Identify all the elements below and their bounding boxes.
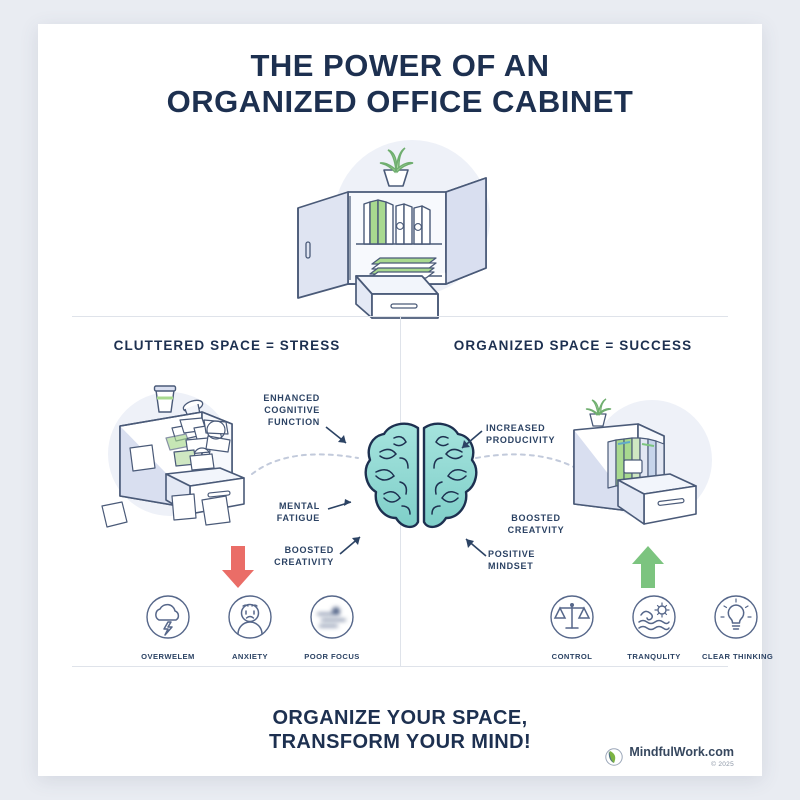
title-line-2: ORGANIZED OFFICE CABINET — [166, 83, 634, 119]
balance-scales-icon — [550, 595, 594, 639]
organized-cabinet-illustration — [566, 394, 736, 544]
annotation-increased-productivity: INCREASED PRODUCIVITY — [486, 423, 556, 446]
waves-sun-icon — [632, 595, 676, 639]
left-icon-label-1: ANXIETY — [231, 652, 269, 661]
worried-face-icon — [228, 595, 272, 639]
right-icon-label-1: TRANQULITY — [627, 652, 681, 661]
comparison-panels: CLUTTERED SPACE = STRESS ORGANIZED SPACE… — [38, 316, 773, 666]
left-effects-icon-row: OVERWELEM ANXIETY — [134, 594, 366, 661]
right-icon-label-2: CLEAR THINKING — [702, 652, 774, 661]
brand-name: MindfulWork.com — [629, 744, 734, 759]
annotation-enhanced-cognitive-function: ENHANCED COGNITIVE FUNCTION — [263, 393, 320, 428]
annotation-mental-fatigue: MENTAL FATIGUE — [276, 501, 320, 524]
right-icon-cell-0: CONTROL — [538, 594, 606, 661]
brand-logo[interactable]: MindfulWork.com © 2025 — [605, 744, 734, 768]
right-effects-icon-row: CONTROL TRANQULITY — [538, 594, 774, 661]
hero-cabinet-illustration — [38, 126, 762, 322]
cluttered-cabinet-illustration — [90, 384, 260, 539]
arrow-increased-productivity-icon — [461, 430, 483, 449]
footer-line-2: TRANSFORM YOUR MIND! — [268, 731, 532, 754]
right-icon-cell-2: CLEAR THINKING — [702, 594, 774, 661]
left-icon-cell-0: OVERWELEM — [134, 594, 202, 661]
right-icon-label-0: CONTROL — [551, 652, 593, 661]
left-icon-cell-1: ANXIETY — [216, 594, 284, 661]
arrow-positive-mindset-icon — [465, 538, 487, 557]
left-icon-label-0: OVERWELEM — [141, 652, 195, 661]
divider-bottom — [72, 666, 728, 667]
footer: ORGANIZE YOUR SPACE, TRANSFORM YOUR MIND… — [38, 684, 762, 776]
flow-line-left — [251, 453, 359, 475]
infographic-poster: THE POWER OF AN ORGANIZED OFFICE CABINET — [38, 24, 773, 776]
mindfulwork-leaf-icon — [605, 748, 624, 766]
blurred-vision-icon — [310, 595, 354, 639]
page-title: THE POWER OF AN ORGANIZED OFFICE CABINET — [38, 24, 762, 120]
annotation-boosted-creativity-left: BOOSTED CREATIVITY — [274, 545, 334, 568]
arrow-enhanced-cognitive-icon — [325, 426, 347, 444]
arrow-mental-fatigue-icon — [327, 499, 352, 510]
lightbulb-icon — [714, 595, 758, 639]
storm-cloud-icon — [146, 595, 190, 639]
title-line-1: THE POWER OF AN — [250, 48, 550, 83]
annotation-boosted-creativity-right: BOOSTED CREATVITY — [507, 513, 565, 536]
left-icon-label-2: POOR FOCUS — [304, 652, 360, 661]
downward-trend-arrow-icon — [222, 546, 254, 588]
arrow-boosted-creativity-left-icon — [339, 536, 361, 555]
upward-trend-arrow-icon — [632, 546, 664, 588]
brain-illustration — [364, 418, 478, 553]
annotation-positive-mindset: POSITIVE MINDSET — [488, 549, 536, 572]
right-column-heading: ORGANIZED SPACE = SUCCESS — [453, 338, 693, 353]
brand-copyright: © 2025 — [711, 761, 734, 768]
left-column-heading: CLUTTERED SPACE = STRESS — [113, 338, 341, 353]
right-icon-cell-1: TRANQULITY — [620, 594, 688, 661]
left-icon-cell-2: POOR FOCUS — [298, 594, 366, 661]
footer-line-1: ORGANIZE YOUR SPACE, — [272, 707, 528, 729]
